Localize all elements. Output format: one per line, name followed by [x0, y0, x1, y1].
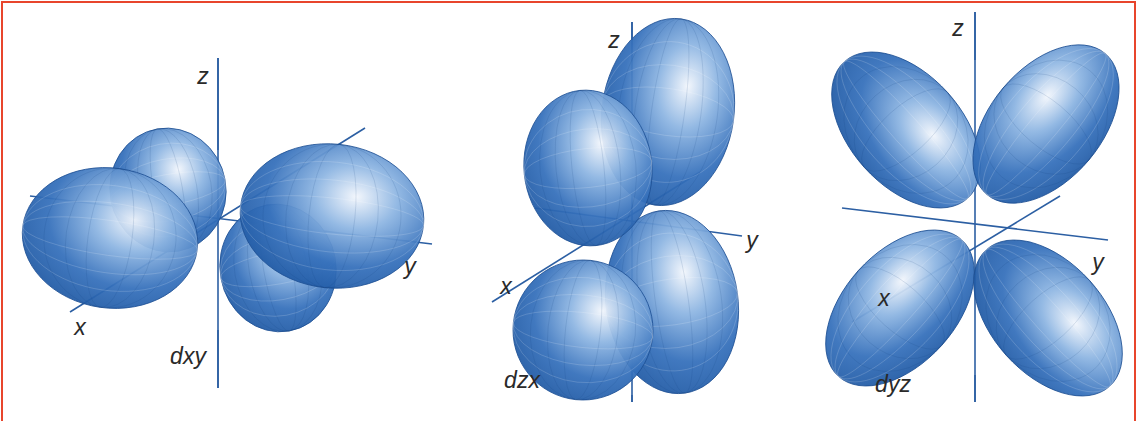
- axis-line: [974, 12, 976, 402]
- mesh-line: [818, 41, 994, 218]
- axis-line: [842, 208, 1108, 240]
- orbital-lobe: [233, 135, 431, 297]
- axis-line: [974, 12, 976, 60]
- mesh-line: [959, 35, 1134, 213]
- axis-label: z: [608, 29, 620, 52]
- mesh-line: [991, 263, 1105, 372]
- mesh-line: [78, 166, 141, 311]
- mesh-line: [548, 87, 628, 249]
- orbital-label: dyz: [875, 373, 911, 396]
- mesh-line: [279, 140, 386, 293]
- mesh-line: [807, 212, 993, 405]
- mesh-line: [849, 75, 963, 184]
- mesh-line: [812, 219, 988, 396]
- orbital-lobe: [516, 84, 660, 253]
- mesh-line: [843, 253, 957, 362]
- lobe-surface: [13, 156, 207, 319]
- mesh-line: [828, 236, 973, 379]
- mesh-line: [523, 255, 642, 405]
- axis-label: x: [500, 275, 512, 298]
- mesh-line: [302, 142, 363, 290]
- mesh-line: [828, 230, 972, 385]
- axis-label: x: [878, 287, 890, 310]
- axis-line: [217, 58, 219, 150]
- orbital-lobe: [945, 212, 1139, 421]
- mesh-line: [955, 27, 1138, 222]
- lobe-surface: [797, 202, 1003, 414]
- axis-line: [974, 375, 976, 402]
- axis-label: y: [746, 229, 758, 252]
- mesh-line: [834, 52, 978, 207]
- axis-line: [217, 330, 219, 388]
- axis-label: x: [74, 316, 86, 339]
- mesh-line: [510, 288, 657, 372]
- orbital-lobe: [797, 202, 1003, 414]
- axis-label: y: [1092, 251, 1104, 274]
- mesh-line: [564, 89, 612, 247]
- axis-line: [631, 395, 633, 402]
- lobe-surface: [233, 135, 431, 297]
- mesh-line: [960, 229, 1136, 406]
- axis-label: z: [197, 65, 209, 88]
- mesh-line: [541, 257, 625, 404]
- mesh-line: [813, 34, 999, 227]
- axis-label: z: [952, 17, 964, 40]
- mesh-line: [235, 153, 429, 280]
- orbital-lobe: [13, 156, 207, 319]
- mesh-line: [532, 85, 644, 250]
- mesh-line: [976, 240, 1120, 395]
- mesh-line: [256, 137, 408, 295]
- mesh-line: [18, 191, 202, 285]
- mesh-line: [988, 70, 1103, 177]
- mesh-line: [818, 221, 983, 395]
- mesh-line: [955, 222, 1139, 415]
- mesh-line: [965, 36, 1126, 213]
- mesh-line: [976, 45, 1116, 204]
- mesh-line: [520, 123, 655, 214]
- mesh-line: [237, 171, 428, 262]
- mesh-line: [976, 246, 1121, 389]
- mesh-line: [834, 58, 979, 201]
- lobe-surface: [516, 84, 660, 253]
- orbital-label: dxy: [170, 345, 206, 368]
- orbital-lobe: [944, 18, 1139, 231]
- lobe-surface: [944, 18, 1139, 231]
- mesh-line: [974, 53, 1119, 195]
- axis-label: y: [404, 255, 416, 278]
- mesh-line: [966, 231, 1131, 405]
- orbital-label: dzx: [504, 369, 540, 392]
- lobe-surface: [945, 212, 1139, 421]
- mesh-line: [35, 159, 185, 316]
- mesh-line: [824, 43, 989, 217]
- mesh-line: [518, 103, 658, 233]
- axis-line: [631, 22, 633, 40]
